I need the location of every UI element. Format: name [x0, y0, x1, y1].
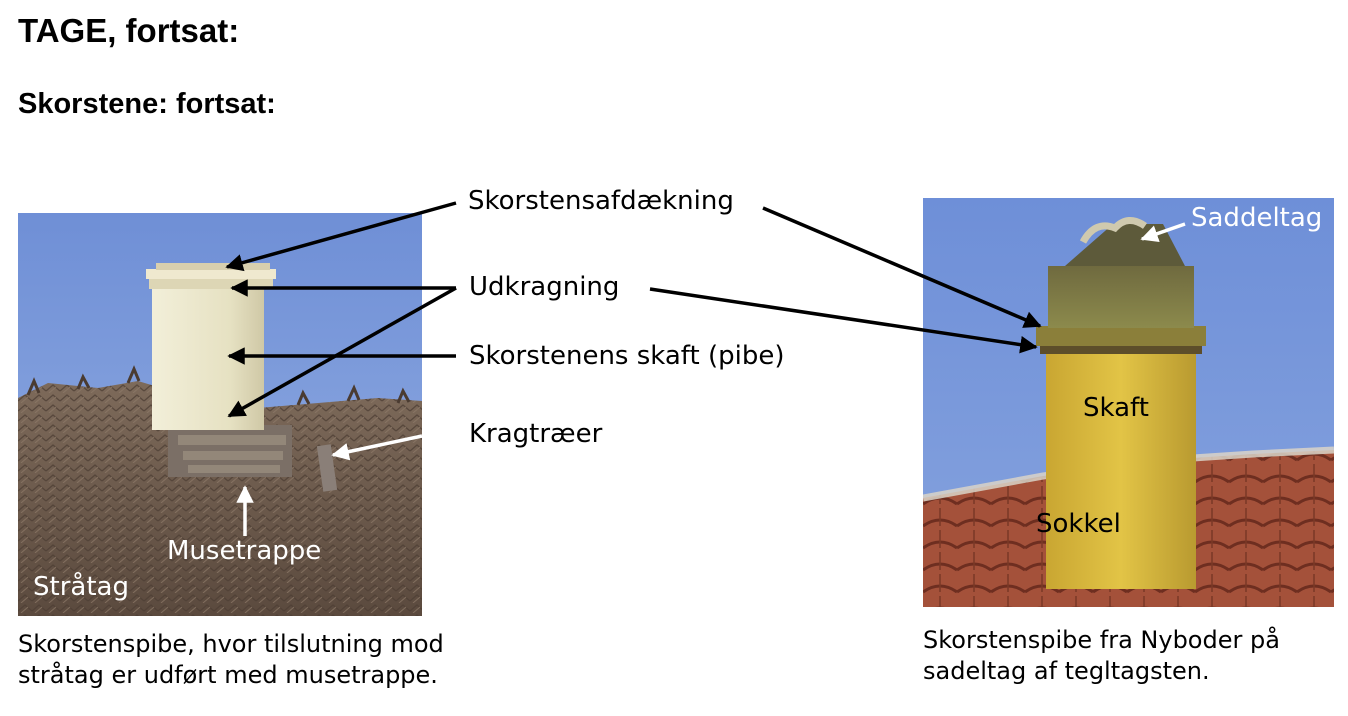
caption-right-line2: sadeltag af tegltagsten. [923, 657, 1210, 685]
label-skorstensafdaekning: Skorstensafdækning [468, 186, 734, 216]
page-title: TAGE, fortsat: [18, 12, 240, 49]
caption-left: Skorstenspibe, hvor tilslutning mod strå… [18, 629, 444, 691]
label-kragtraeer: Kragtræer [469, 419, 603, 449]
label-udkragning: Udkragning [469, 272, 620, 302]
caption-right: Skorstenspibe fra Nyboder på sadeltag af… [923, 625, 1280, 687]
chimney-thatched-roof-photo [18, 213, 422, 616]
label-straatag: Stråtag [33, 572, 129, 602]
label-sokkel: Sokkel [1036, 509, 1121, 539]
section-subtitle: Skorstene: fortsat: [18, 88, 276, 120]
caption-left-line2: stråtag er udført med musetrappe. [18, 661, 438, 689]
label-skaft: Skaft [1083, 393, 1149, 423]
label-skorstenens-skaft: Skorstenens skaft (pibe) [469, 341, 785, 371]
label-saddeltag: Saddeltag [1191, 203, 1323, 233]
label-musetrappe: Musetrappe [167, 536, 322, 566]
caption-right-line1: Skorstenspibe fra Nyboder på [923, 626, 1280, 654]
caption-left-line1: Skorstenspibe, hvor tilslutning mod [18, 630, 444, 658]
